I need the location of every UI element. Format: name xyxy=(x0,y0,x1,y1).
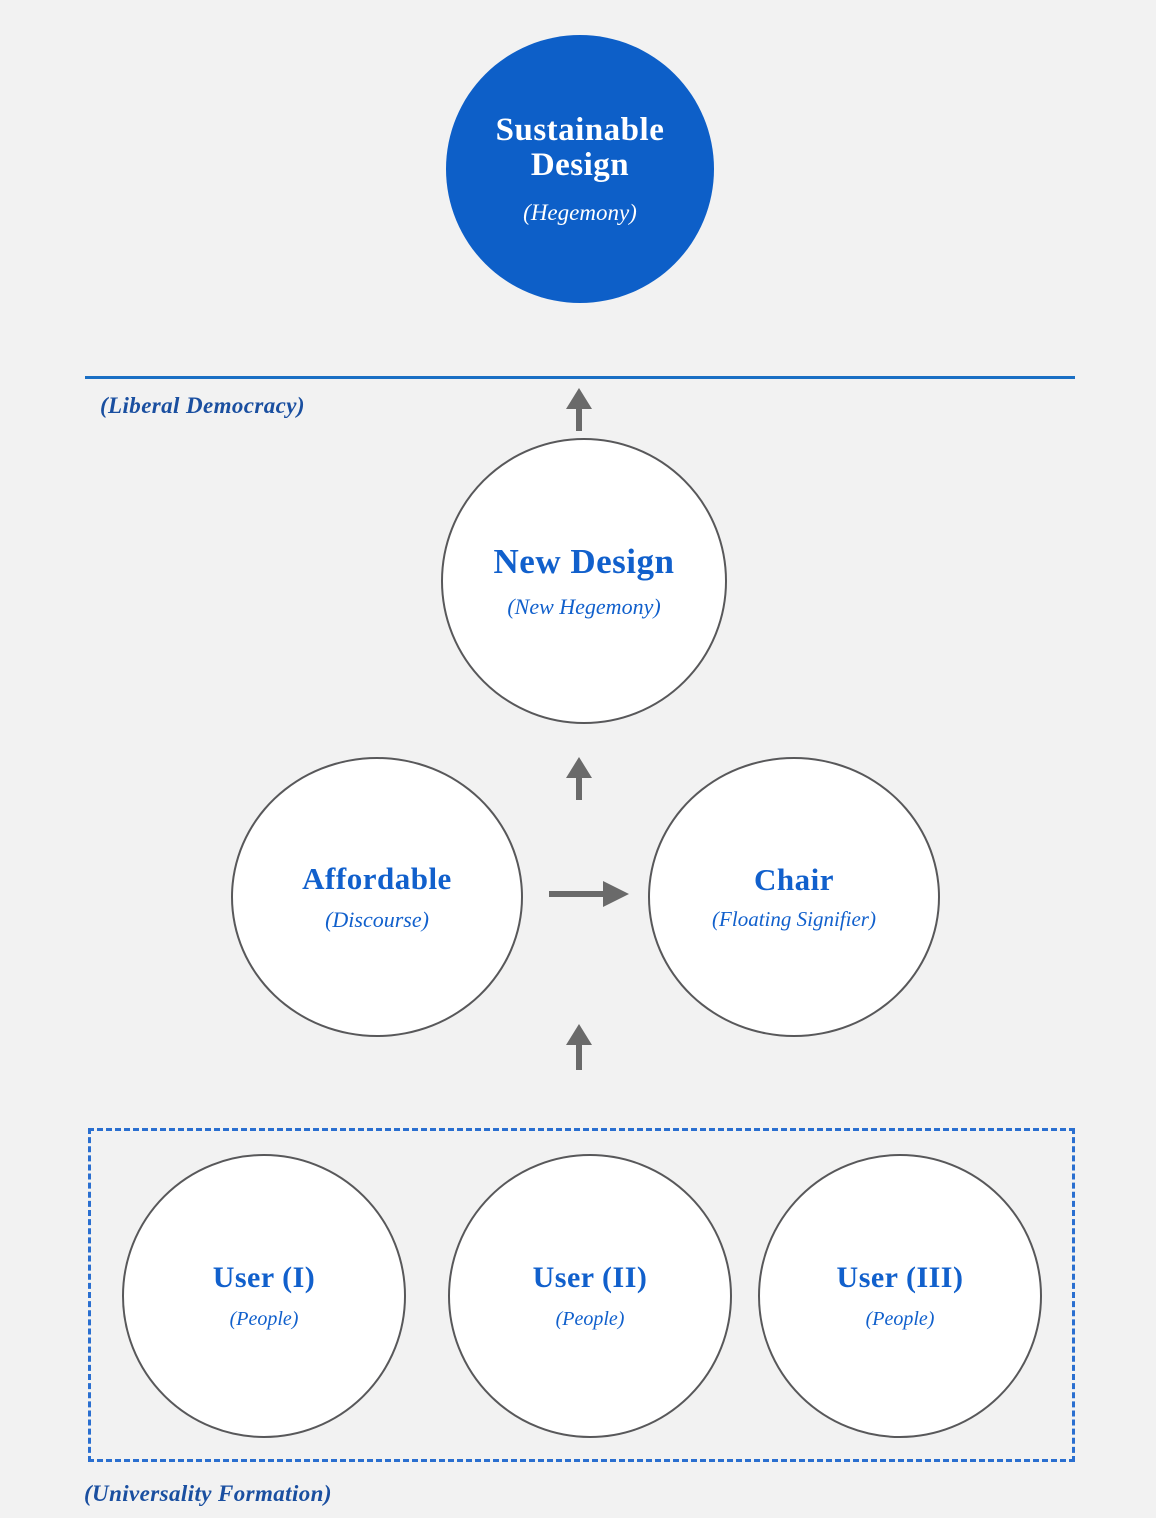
node-chair-title: Chair xyxy=(754,861,834,897)
node-user-3-title: User (III) xyxy=(836,1260,964,1294)
node-user-3-subtitle: (People) xyxy=(865,1308,935,1331)
arrow-up-icon xyxy=(564,1022,594,1070)
node-sustainable-design-title: Sustainable Design xyxy=(495,111,665,184)
arrow-up-icon xyxy=(564,755,594,800)
node-sustainable-design-subtitle: (Hegemony) xyxy=(523,199,637,225)
node-new-design[interactable]: New Design (New Hegemony) xyxy=(441,438,727,724)
node-user-1[interactable]: User (I) (People) xyxy=(122,1154,406,1438)
node-user-2[interactable]: User (II) (People) xyxy=(448,1154,732,1438)
node-new-design-subtitle: (New Hegemony) xyxy=(507,593,661,619)
node-sustainable-design[interactable]: Sustainable Design (Hegemony) xyxy=(446,35,714,303)
node-user-2-subtitle: (People) xyxy=(555,1308,625,1331)
node-user-1-title: User (I) xyxy=(212,1260,316,1294)
node-user-1-subtitle: (People) xyxy=(229,1308,299,1331)
label-liberal-democracy: (Liberal Democracy) xyxy=(100,393,305,418)
horizontal-divider xyxy=(85,376,1075,379)
universality-formation-box xyxy=(88,1128,1075,1462)
node-affordable[interactable]: Affordable (Discourse) xyxy=(231,757,523,1037)
arrow-up-icon xyxy=(564,386,594,431)
node-chair[interactable]: Chair (Floating Signifier) xyxy=(648,757,940,1037)
node-affordable-title: Affordable xyxy=(302,861,452,897)
node-user-2-title: User (II) xyxy=(532,1260,648,1294)
arrow-right-icon xyxy=(549,877,631,911)
node-new-design-title: New Design xyxy=(493,542,675,581)
node-affordable-subtitle: (Discourse) xyxy=(325,906,429,932)
node-chair-subtitle: (Floating Signifier) xyxy=(712,907,876,932)
node-user-3[interactable]: User (III) (People) xyxy=(758,1154,1042,1438)
label-universality-formation: (Universality Formation) xyxy=(84,1481,332,1506)
